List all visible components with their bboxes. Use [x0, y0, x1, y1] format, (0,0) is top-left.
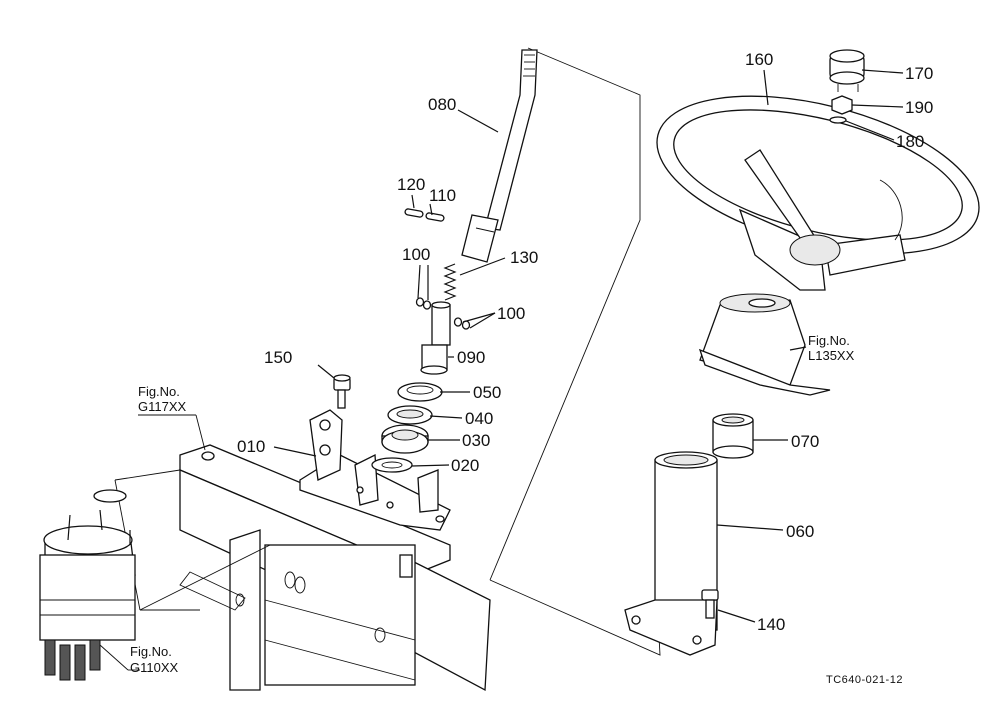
- chassis-frame: [114, 444, 491, 692]
- label-080: 080: [428, 95, 456, 114]
- figure-references: Fig.No. G117XX Fig.No. L135XX Fig.No. G1…: [130, 333, 855, 675]
- label-150: 150: [264, 348, 292, 367]
- column-cover: [698, 293, 831, 396]
- fig-ref-g110-code: G110XX: [130, 660, 179, 675]
- label-130: 130: [510, 248, 538, 267]
- label-100-right: 100: [497, 304, 525, 323]
- label-030: 030: [462, 431, 490, 450]
- part-100-orings-right: [453, 317, 471, 330]
- part-labels: 080 160 170 190 180 120 110 100 130 100 …: [237, 50, 933, 634]
- label-190: 190: [905, 98, 933, 117]
- label-060: 060: [786, 522, 814, 541]
- part-140-bolt: [701, 589, 719, 619]
- part-070-bushing: [712, 413, 754, 459]
- label-010: 010: [237, 437, 265, 456]
- label-140: 140: [757, 615, 785, 634]
- drawing-code: TC640-021-12: [826, 674, 903, 686]
- part-020-spacer: [371, 457, 413, 473]
- part-130-spring: [443, 263, 457, 301]
- label-170: 170: [905, 64, 933, 83]
- label-090: 090: [457, 348, 485, 367]
- label-040: 040: [465, 409, 493, 428]
- fig-ref-g117-code: G117XX: [138, 399, 187, 414]
- part-190-nut: [831, 95, 853, 115]
- part-030-bearing: [381, 424, 429, 454]
- fig-ref-g117-title: Fig.No.: [138, 384, 180, 399]
- label-100-left: 100: [402, 245, 430, 264]
- label-180: 180: [896, 132, 924, 151]
- part-010-bracket: [299, 409, 451, 531]
- part-160-steering-wheel: [656, 95, 980, 291]
- label-070: 070: [791, 432, 819, 451]
- part-060-column-tube: [624, 451, 718, 656]
- label-050: 050: [473, 383, 501, 402]
- label-020: 020: [451, 456, 479, 475]
- part-170-cap: [829, 49, 865, 92]
- part-090-shaft: [420, 301, 451, 375]
- hydraulic-motor: [39, 489, 136, 681]
- fig-ref-l135-title: Fig.No.: [808, 333, 850, 348]
- fig-ref-g110-title: Fig.No.: [130, 644, 172, 659]
- leader-lines: [99, 69, 904, 671]
- fig-ref-l135-code: L135XX: [808, 348, 855, 363]
- part-040-seal: [387, 405, 433, 425]
- part-180-washer: [829, 116, 847, 124]
- part-150-bolt: [333, 374, 351, 409]
- label-120: 120: [397, 175, 425, 194]
- label-160: 160: [745, 50, 773, 69]
- label-110: 110: [429, 186, 456, 205]
- part-050-washer: [397, 382, 443, 402]
- part-110-120-pins: [404, 208, 445, 222]
- part-080-steering-shaft: [461, 49, 538, 263]
- part-100-orings-left: [415, 297, 432, 310]
